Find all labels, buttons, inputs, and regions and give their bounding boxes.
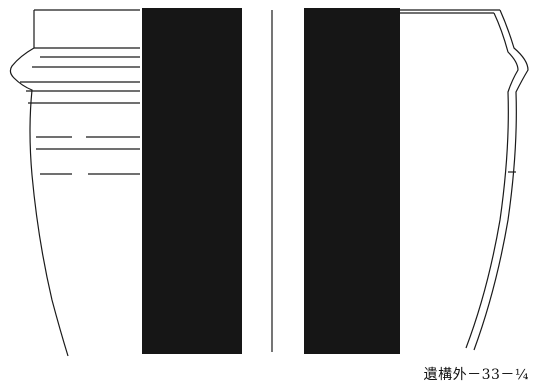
section-inner-wall: [465, 12, 519, 349]
vessel-exterior-view: [9, 9, 140, 357]
figure-caption: 遺構外－33－¼: [423, 367, 529, 383]
exterior-profile-outline: [9, 10, 69, 357]
left-black-panel: [142, 8, 242, 354]
vessel-section-view: [400, 9, 529, 351]
right-black-panel: [304, 8, 400, 354]
section-outer-wall: [473, 9, 529, 351]
